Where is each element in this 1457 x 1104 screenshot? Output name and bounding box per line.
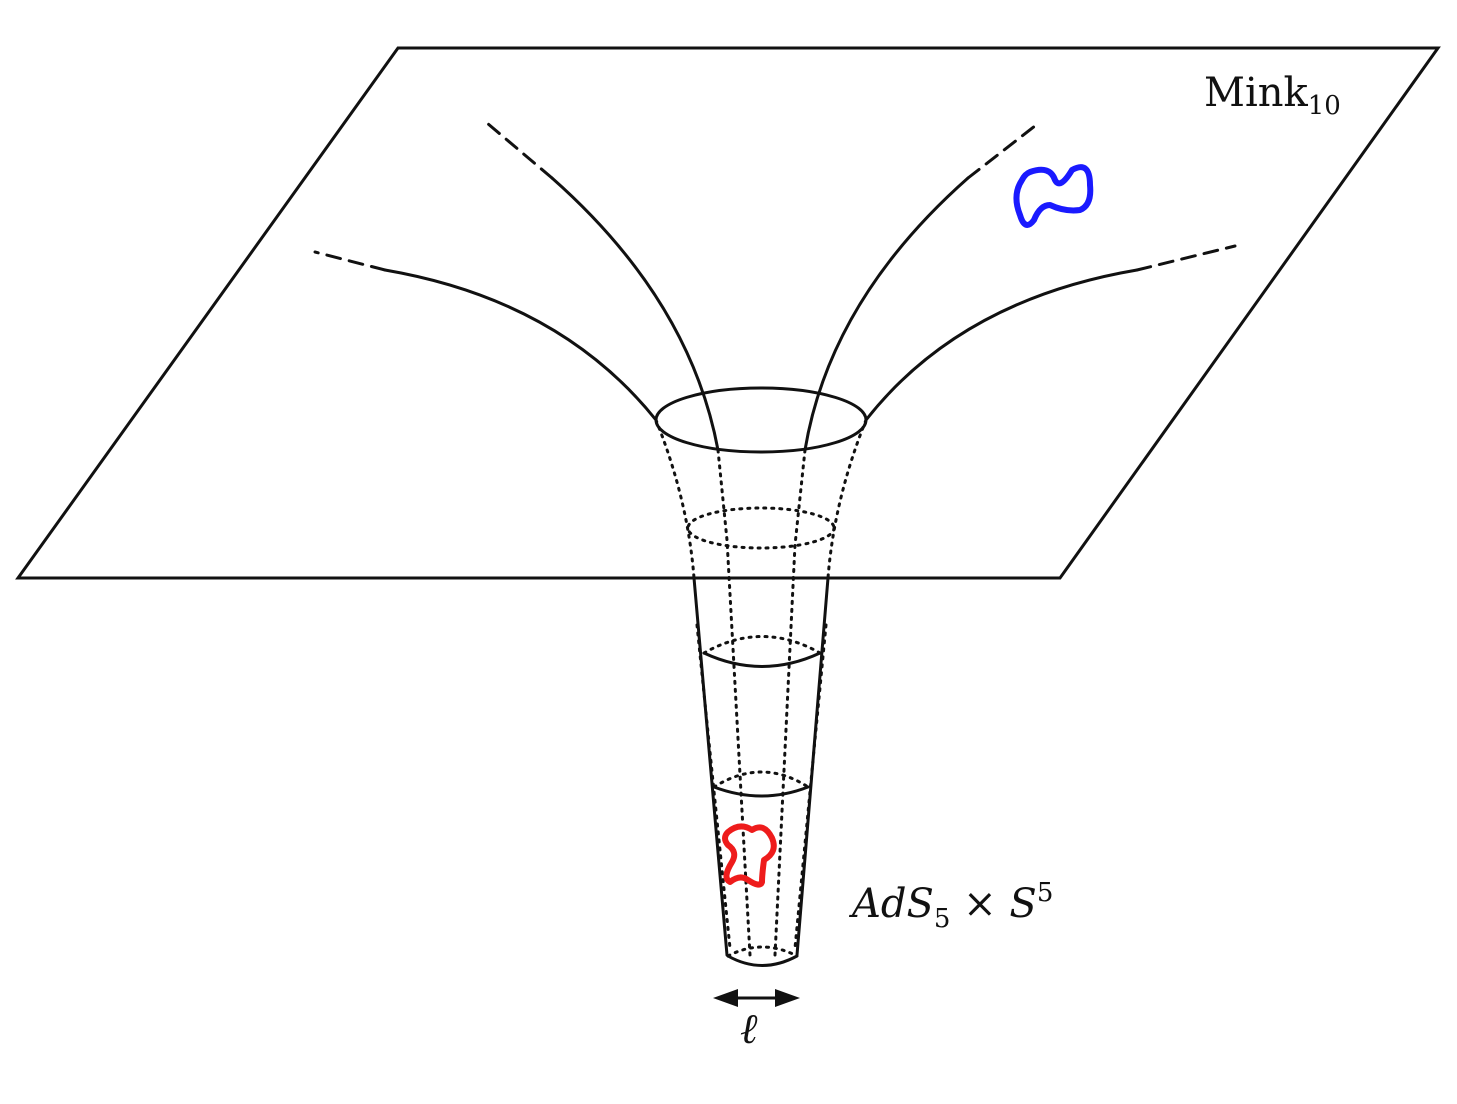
bulk-closed-loop (1013, 164, 1094, 228)
tube-right-wall (795, 576, 830, 957)
length-scale-label: ℓ (740, 1004, 758, 1053)
curve-left-outer-dashed (313, 250, 387, 272)
funnel-meridian-dotted-1 (716, 448, 752, 957)
ads-sphere-label: AdS5 × S5 (852, 878, 1054, 934)
funnel-meridian-dotted-2 (773, 448, 807, 957)
minkowski-plane (15, 46, 1441, 580)
double-arrow-icon (713, 989, 800, 1007)
throat-closed-loop (722, 823, 777, 888)
ring-dotted-upper (686, 506, 836, 550)
minkowski-label: Mink10 (1204, 70, 1341, 121)
curve-left-outer (383, 268, 658, 422)
ring-solid-mid-front (702, 651, 822, 668)
ring-dotted-bottom-top (726, 945, 799, 958)
curve-left-inner (550, 176, 720, 452)
ring-solid-low-front (712, 785, 810, 798)
curve-right-outer (864, 268, 1139, 422)
curve-right-inner (803, 176, 970, 452)
curve-left-inner-dashed (485, 121, 554, 180)
ring-dotted-mid-top (702, 635, 822, 655)
curve-right-outer-dashed (1135, 244, 1237, 272)
ring-solid-bottom-front (726, 954, 799, 967)
tube-inner-dotted-right (793, 623, 828, 950)
funnel-wall-dotted-right (826, 418, 868, 580)
ring-dotted-low-top (712, 770, 810, 789)
curve-right-inner-dashed (966, 120, 1042, 180)
funnel-wall-dotted-left (654, 418, 696, 580)
